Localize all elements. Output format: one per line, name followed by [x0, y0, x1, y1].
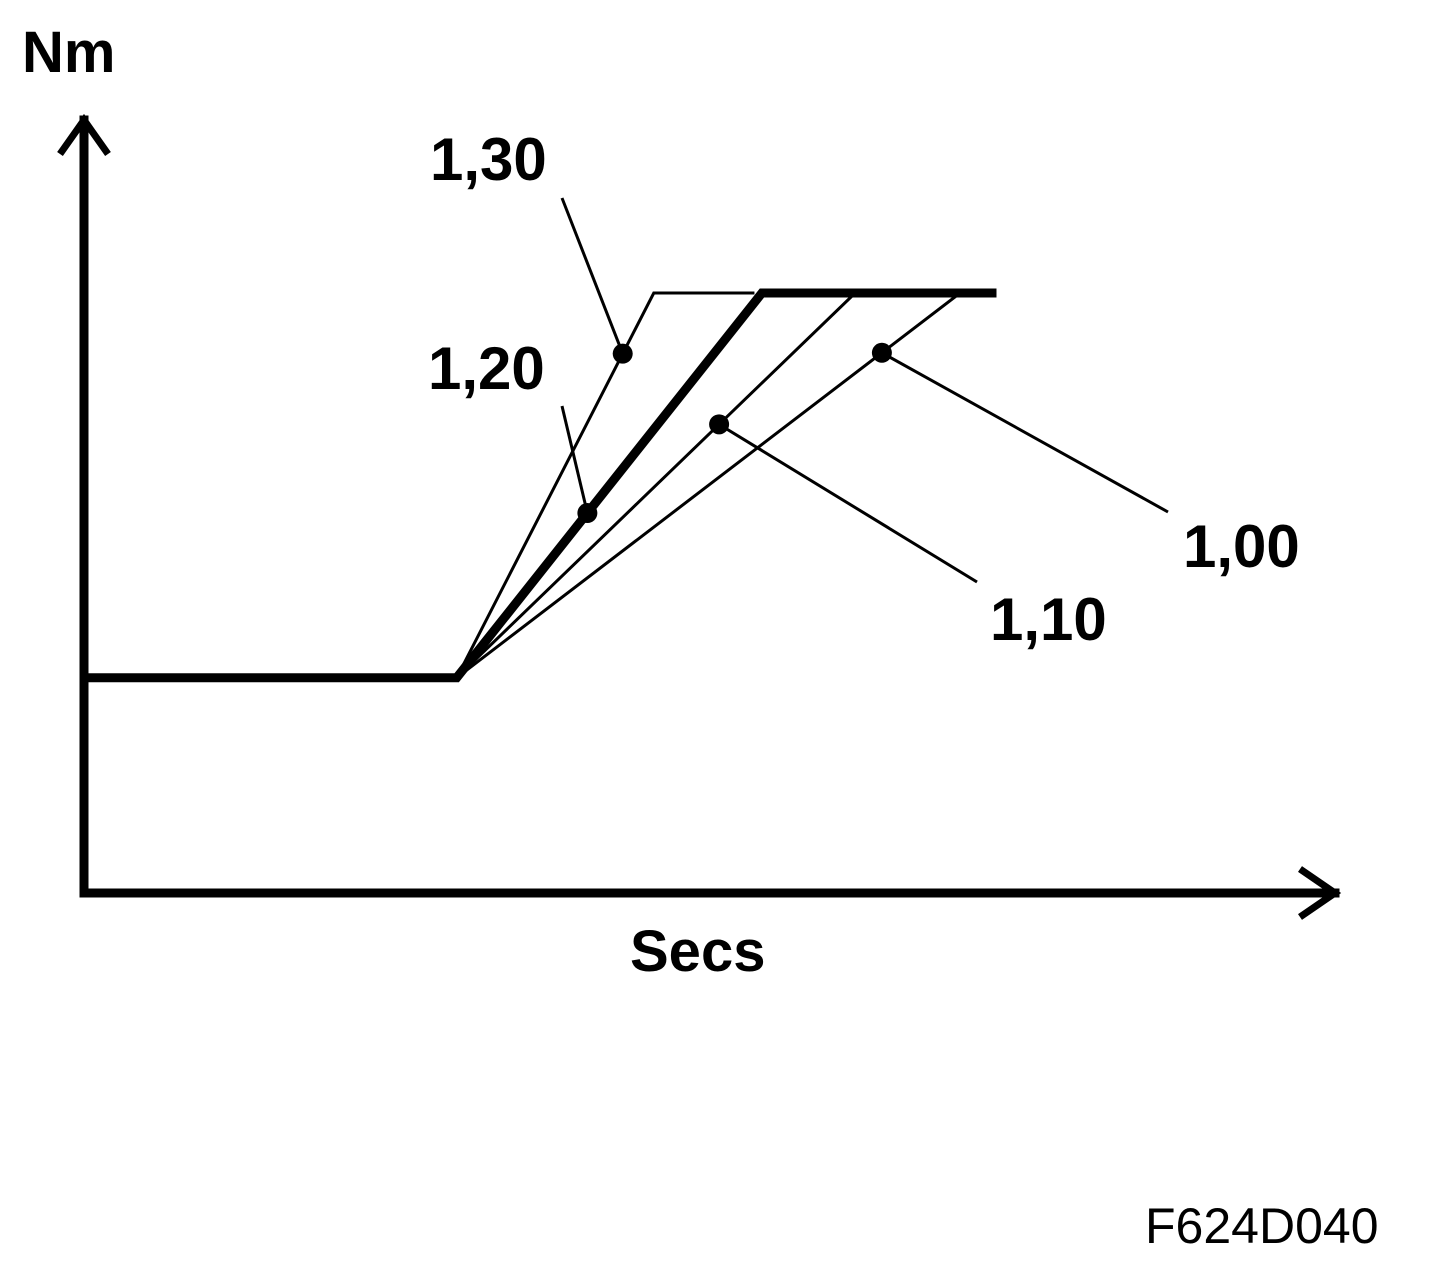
y-axis-label: Nm [22, 20, 115, 85]
figure-code: F624D040 [1145, 1198, 1379, 1254]
callout-leader-3 [881, 351, 1169, 514]
series-label-2: 1,10 [990, 586, 1107, 653]
series-label-1: 1,20 [428, 335, 545, 402]
callout-leader-2 [718, 423, 978, 584]
series-line-3 [84, 291, 997, 680]
x-axis-arrow-icon [1298, 866, 1342, 920]
callout-layer: 1,30 1,20 1,10 1,00 [428, 126, 1300, 653]
x-axis-label: Secs [630, 919, 765, 984]
series-label-0: 1,30 [430, 126, 547, 193]
callout-leader-1 [560, 405, 589, 514]
axes [57, 113, 1342, 920]
callout-leader-0 [560, 197, 625, 355]
series-label-3: 1,00 [1183, 513, 1300, 580]
y-axis-arrow-icon [57, 113, 111, 157]
series-layer [84, 288, 997, 683]
